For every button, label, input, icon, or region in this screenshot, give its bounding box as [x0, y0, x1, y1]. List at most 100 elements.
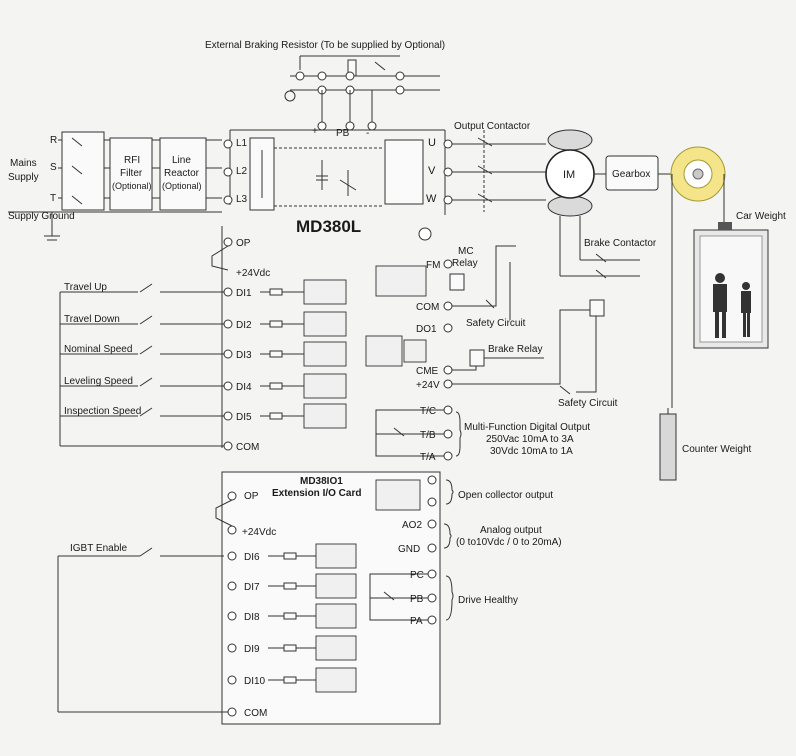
brake-wiring [559, 216, 640, 279]
ext-input-optocoupler [315, 573, 357, 599]
drive-power-section [223, 121, 453, 241]
ext-plus24-label: +24Vdc [242, 527, 276, 538]
gnd-label: GND [398, 544, 420, 555]
input-terminal: DI5 [236, 412, 252, 423]
mc-relay-coil [449, 273, 465, 291]
gearbox-box [605, 155, 659, 191]
ext-terminal-dot [227, 643, 237, 653]
input-terminal: DI2 [236, 320, 252, 331]
mfdo-label-1: Multi-Function Digital Output [464, 422, 590, 433]
relay-ta: T/A [420, 452, 436, 463]
ext-input-terminal: DI6 [244, 552, 260, 563]
terminal-dot [223, 349, 233, 359]
ext-input-terminal: DI10 [244, 676, 266, 687]
terminal-v: V [428, 165, 436, 177]
ext-terminal-dot [227, 551, 237, 561]
input-resistor [269, 288, 283, 296]
plus24-label: +24Vdc [236, 268, 270, 279]
braking-resistor-network [284, 55, 440, 122]
motor-assembly [545, 129, 726, 408]
relay-tc: T/C [420, 406, 436, 417]
rfi-label-2: Filter [120, 168, 143, 179]
input-switch[interactable] [139, 345, 153, 355]
ext-input-resistor [283, 552, 297, 560]
terminal-l1: L1 [236, 138, 248, 149]
input-resistor [269, 382, 283, 390]
mains-label-2: Supply [8, 172, 39, 183]
ext-input-terminal: DI7 [244, 582, 260, 593]
ext-input-resistor [283, 582, 297, 590]
mfdo-label-2: 250Vac 10mA to 3A [486, 434, 574, 445]
terminal-dot [223, 411, 233, 421]
plus24v-label: +24V [416, 380, 440, 391]
input-terminal: DI3 [236, 350, 252, 361]
rfi-label-3: (Optional) [112, 181, 152, 191]
plus-label: + [312, 126, 318, 137]
ext-input-optocoupler [315, 543, 357, 569]
input-name: Nominal Speed [64, 344, 132, 355]
ext-terminal-dot [227, 611, 237, 621]
elevator-car [693, 222, 769, 349]
drive-model-label: MD380L [296, 217, 361, 236]
mc-relay-label-2: Relay [452, 258, 478, 269]
car-weight-label: Car Weight [736, 211, 786, 222]
ext-card-label-2: Extension I/O Card [272, 488, 361, 499]
ext-terminal-dot [227, 675, 237, 685]
inverter-block [384, 139, 424, 205]
ext-terminal-dot [227, 581, 237, 591]
igbt-enable-label: IGBT Enable [70, 543, 128, 554]
input-optocoupler [303, 311, 347, 337]
input-optocoupler [303, 373, 347, 399]
input-switch[interactable] [139, 377, 153, 387]
input-terminal: DI4 [236, 382, 252, 393]
reactor-label-3: (Optional) [162, 181, 202, 191]
control-frame [59, 226, 233, 451]
input-optocoupler [303, 341, 347, 367]
input-name: Leveling Speed [64, 376, 133, 387]
ext-card-label-1: MD38IO1 [300, 476, 343, 487]
input-resistor [269, 412, 283, 420]
input-switch[interactable] [139, 315, 153, 325]
ext-input-terminal: DI9 [244, 644, 260, 655]
op-label: OP [236, 238, 251, 249]
phase-s: S [50, 162, 57, 173]
drive-healthy-label: Drive Healthy [458, 595, 518, 606]
mfdo-label-3: 30Vdc 10mA to 1A [490, 446, 573, 457]
gearbox-label: Gearbox [612, 169, 650, 180]
ext-input-row: DI8 [227, 603, 357, 629]
com-label: COM [236, 442, 259, 453]
fm-opto [375, 265, 427, 297]
supply-ground-label: Supply Ground [8, 211, 75, 222]
input-switch[interactable] [139, 407, 153, 417]
input-switch[interactable] [139, 283, 153, 293]
output-terminals [365, 245, 605, 395]
safety-circuit-label-2: Safety Circuit [558, 398, 618, 409]
input-terminal: DI1 [236, 288, 252, 299]
input-optocoupler [303, 403, 347, 429]
terminal-u: U [428, 137, 436, 149]
relay-output [375, 405, 462, 461]
terminal-w: W [426, 193, 437, 205]
reactor-label-1: Line [172, 155, 191, 166]
open-collector-opto [375, 479, 421, 511]
relay-pc: PC [410, 570, 424, 581]
fm-label: FM [426, 260, 440, 271]
output-contactor-label: Output Contactor [454, 121, 531, 132]
ext-input-row: DI10 [227, 667, 357, 693]
ext-op-label: OP [244, 491, 259, 502]
phase-t: T [50, 193, 56, 204]
input-optocoupler [303, 279, 347, 305]
line-reactor-box [159, 137, 207, 211]
terminal-l3: L3 [236, 194, 248, 205]
input-resistor [269, 320, 283, 328]
ext-input-row: DI6 [227, 543, 357, 569]
terminal-dot [223, 319, 233, 329]
input-resistor [269, 350, 283, 358]
